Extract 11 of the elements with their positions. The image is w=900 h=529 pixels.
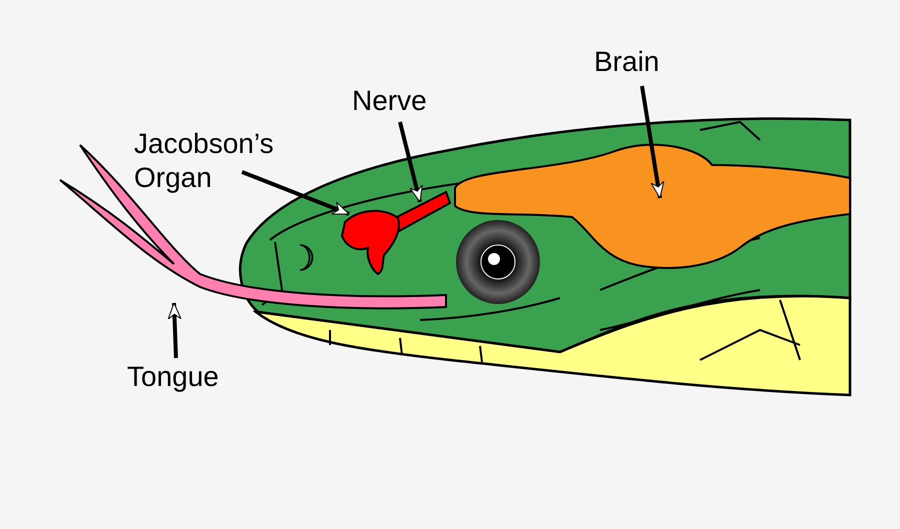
leader-arrow (241, 170, 350, 216)
leader-arrow (168, 302, 182, 358)
part-label: Brain (594, 45, 660, 79)
part-label: Jacobson’s Organ (134, 127, 275, 195)
nerve-drawing (396, 190, 452, 233)
part-label: Nerve (352, 84, 428, 118)
part-label: Tongue (127, 360, 220, 394)
leader-arrow (640, 86, 664, 198)
leader-arrow (398, 122, 423, 202)
brain-drawing (454, 144, 851, 269)
jacobsons-organ-drawing (341, 210, 400, 275)
